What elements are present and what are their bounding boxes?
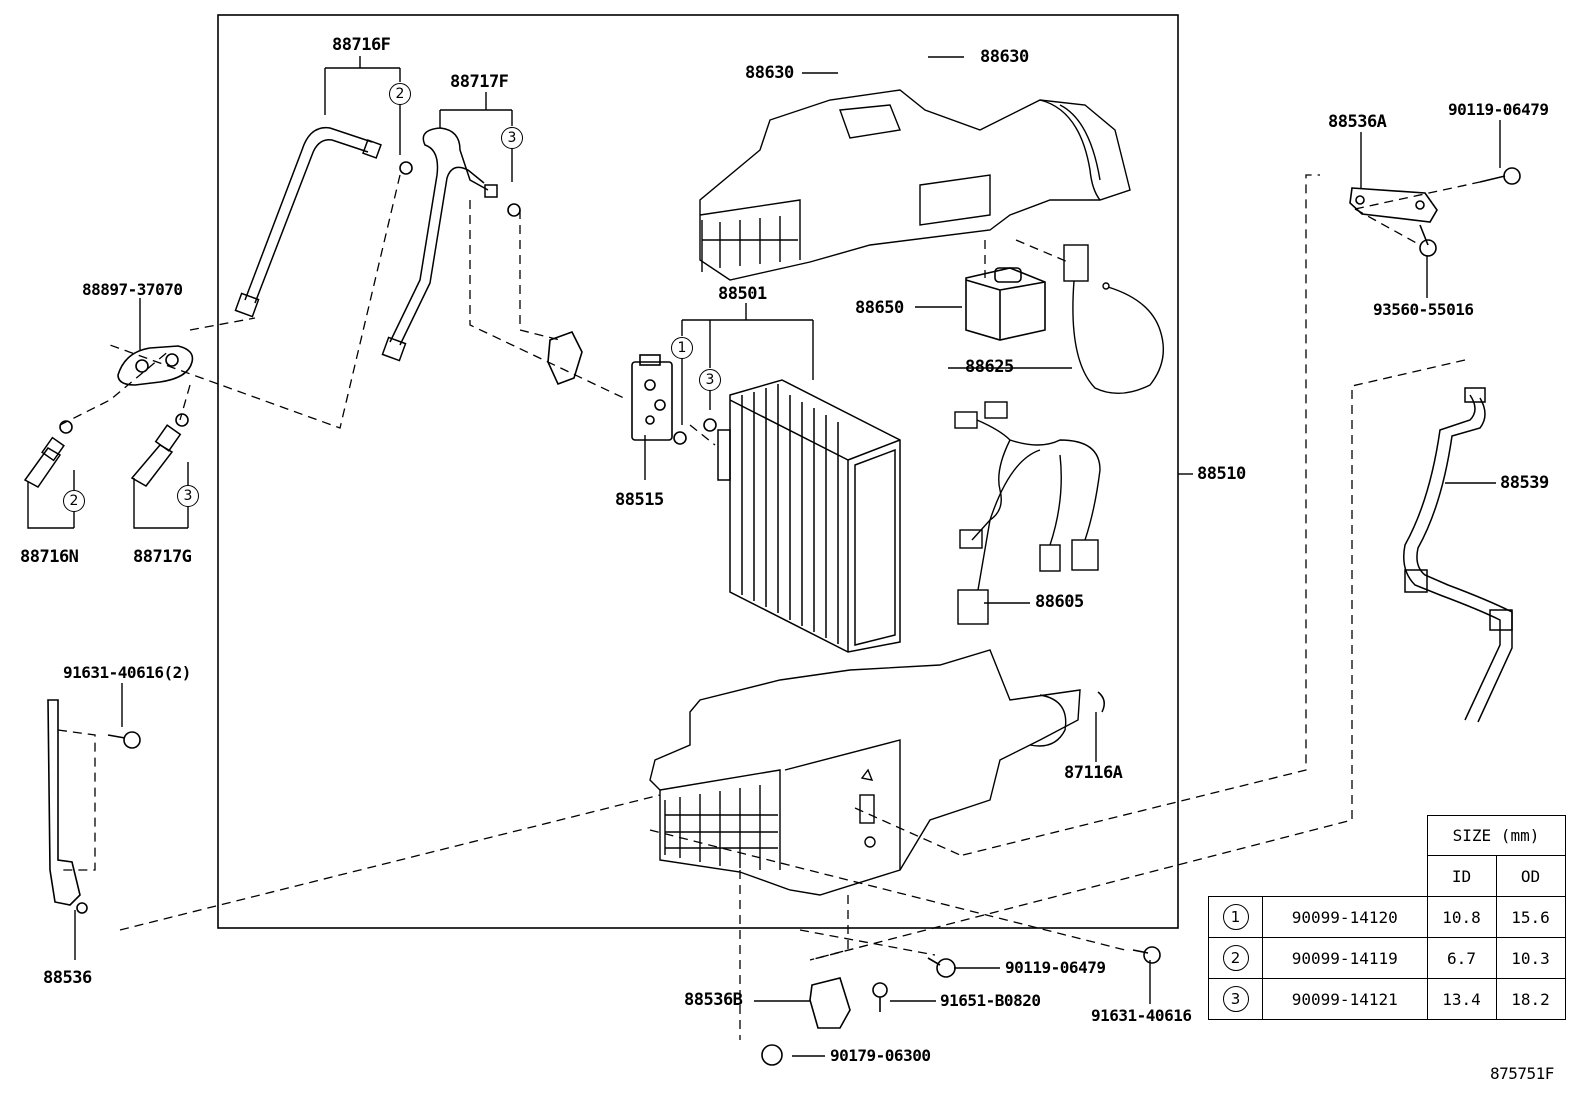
callout-88536: 88536 [43, 968, 92, 988]
callout-88717F: 88717F [450, 72, 509, 92]
callout-88717G: 88717G [133, 547, 192, 567]
table-row: 2 90099-14119 6.7 10.3 [1208, 937, 1566, 979]
oring-mark-3-left: 3 [177, 485, 199, 507]
figure-id: 875751F [1490, 1064, 1554, 1083]
harness-88625 [1063, 244, 1164, 394]
col-od-header: OD [1495, 855, 1566, 897]
evaporator-88501 [717, 379, 901, 653]
dashed-lines [57, 174, 1481, 1040]
row-id: 10.8 [1426, 896, 1497, 938]
nut-90179 [761, 1044, 783, 1066]
callout-88630-left: 88630 [745, 63, 794, 83]
row-mark: 2 [1222, 945, 1249, 971]
lower-case [649, 649, 1081, 896]
callout-91631-40616: 91631-40616 [1091, 1006, 1192, 1025]
row-id: 13.4 [1426, 978, 1497, 1020]
row-part: 90099-14121 [1262, 978, 1428, 1020]
col-id-header: ID [1426, 855, 1497, 897]
callout-87116A: 87116A [1064, 763, 1123, 783]
bolt-90119-top [1479, 167, 1521, 185]
bracket-88536A [1349, 187, 1438, 223]
pipe-88717F [381, 127, 498, 362]
pipe-88717G [130, 424, 182, 487]
row-od: 18.2 [1495, 978, 1566, 1020]
valve-88515 [631, 354, 673, 441]
callout-90119-06479-bottom: 90119-06479 [1005, 958, 1106, 977]
pipe-88716N [23, 436, 65, 488]
bolt-91631-left [107, 731, 141, 749]
oring-mark-2-top: 2 [389, 83, 411, 105]
row-od: 15.6 [1495, 896, 1566, 938]
bolt-93560 [1419, 224, 1437, 257]
callout-88650: 88650 [855, 298, 904, 318]
callout-90119-06479-top: 90119-06479 [1448, 100, 1549, 119]
row-od: 10.3 [1495, 937, 1566, 979]
row-mark: 1 [1222, 904, 1249, 930]
grommet-88897 [117, 345, 194, 386]
harness-88605 [954, 401, 1101, 625]
callout-91631-40616-x2: 91631-40616(2) [63, 663, 191, 682]
drain-hose-88539 [1403, 387, 1513, 723]
oring-size-table: SIZE (mm) ID OD 1 90099-14120 10.8 15.6 … [1208, 815, 1566, 1020]
callout-88630-right: 88630 [980, 47, 1029, 67]
oring-mark-3-top: 3 [501, 127, 523, 149]
amplifier-88650 [965, 267, 1046, 341]
callout-88605: 88605 [1035, 592, 1084, 612]
callout-88625: 88625 [965, 357, 1014, 377]
callout-88515: 88515 [615, 490, 664, 510]
callout-88536A: 88536A [1328, 112, 1387, 132]
size-header: SIZE (mm) [1426, 815, 1566, 856]
callout-90179-06300: 90179-06300 [830, 1046, 931, 1065]
bracket-88536 [47, 699, 88, 914]
leader-lines [27, 56, 1501, 1057]
oring-mark-2-left: 2 [63, 490, 85, 512]
upper-case [699, 89, 1131, 281]
bracket-88536B [809, 977, 851, 1029]
callout-88897-37070: 88897-37070 [82, 280, 183, 299]
block-fitting [547, 331, 583, 386]
table-row: 3 90099-14121 13.4 18.2 [1208, 978, 1566, 1020]
bolt-91631-bottom [1132, 946, 1161, 964]
callout-88510: 88510 [1197, 464, 1246, 484]
callout-88501: 88501 [718, 284, 767, 304]
row-id: 6.7 [1426, 937, 1497, 979]
callout-88716N: 88716N [20, 547, 79, 567]
oring-mark-3-valve: 3 [699, 369, 721, 391]
oring-mark-1-valve: 1 [671, 337, 693, 359]
table-row: 1 90099-14120 10.8 15.6 [1208, 896, 1566, 938]
bolt-91651 [872, 982, 888, 1012]
callout-88536B: 88536B [684, 990, 743, 1010]
callout-88716F: 88716F [332, 35, 391, 55]
assembly-frame [217, 14, 1179, 929]
pipe-88716F [234, 126, 382, 318]
row-part: 90099-14120 [1262, 896, 1428, 938]
callout-93560-55016: 93560-55016 [1373, 300, 1474, 319]
row-part: 90099-14119 [1262, 937, 1428, 979]
callout-88539: 88539 [1500, 473, 1549, 493]
callout-91651-B0820: 91651-B0820 [940, 991, 1041, 1010]
bolt-90119-bottom [927, 957, 956, 978]
row-mark: 3 [1222, 986, 1249, 1012]
